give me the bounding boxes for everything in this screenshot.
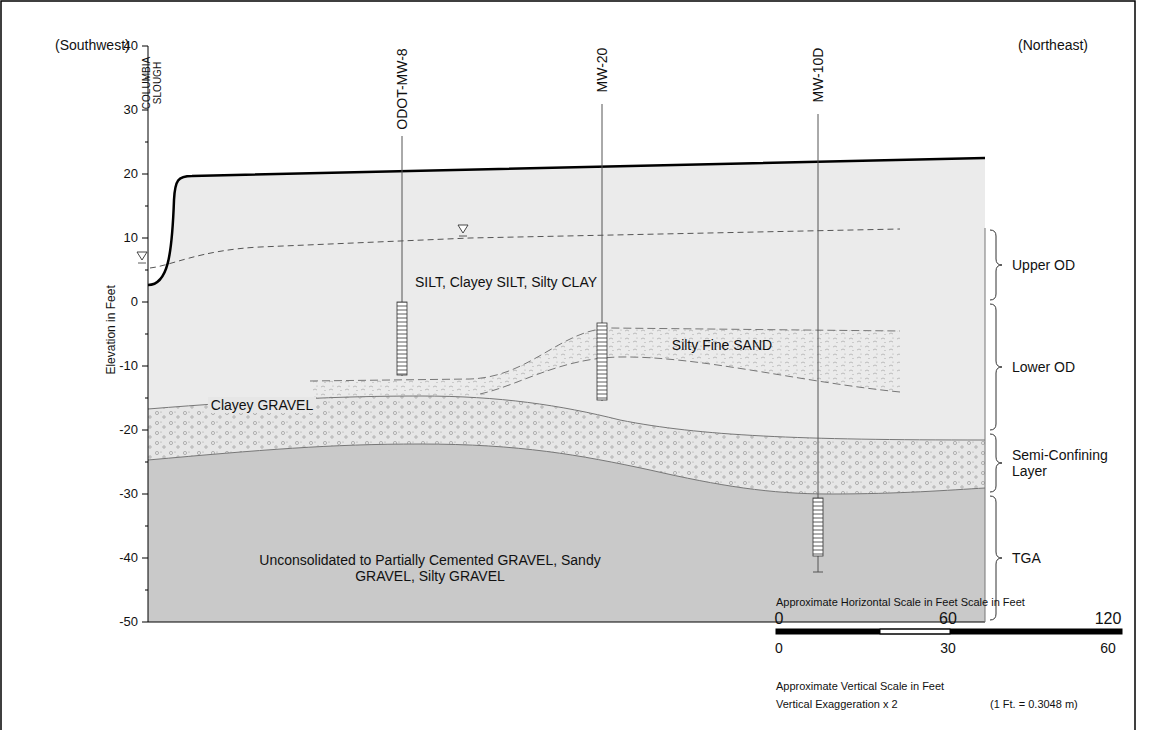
unit-brace bbox=[990, 230, 1002, 300]
unit-bracket-label: Upper OD bbox=[1012, 257, 1075, 273]
axis-tick bbox=[142, 430, 148, 431]
axis-value: -50 bbox=[119, 615, 138, 630]
axis-tick bbox=[145, 270, 148, 271]
unit-label: Silty Fine SAND bbox=[672, 337, 772, 353]
axis-tick bbox=[142, 494, 148, 495]
axis-tick bbox=[145, 462, 148, 463]
direction-label: (Southwest) bbox=[55, 37, 130, 53]
axis-tick bbox=[145, 526, 148, 527]
scale-title: Approximate Horizontal Scale in Feet Sca… bbox=[776, 596, 1025, 609]
axis-value: 30 bbox=[124, 103, 138, 118]
unit-bracket-label: TGA bbox=[1012, 550, 1041, 566]
axis-tick bbox=[145, 590, 148, 591]
axis-value: 40 bbox=[124, 39, 138, 54]
well-label: ODOT-MW-8 bbox=[394, 48, 410, 129]
axis-tick bbox=[145, 334, 148, 335]
axis-value: -30 bbox=[119, 487, 138, 502]
axis-tick bbox=[145, 206, 148, 207]
well-label: MW-20 bbox=[594, 48, 610, 93]
water-body-label: COLUMBIA SLOUGH bbox=[141, 48, 163, 118]
scale-value: 120 bbox=[1095, 610, 1122, 628]
axis-tick bbox=[142, 238, 148, 239]
scale-note: Vertical Exaggeration x 2 bbox=[776, 698, 898, 711]
axis-tick bbox=[142, 366, 148, 367]
axis-tick bbox=[142, 622, 148, 623]
unit-brace bbox=[990, 304, 1002, 430]
axis-tick bbox=[142, 174, 148, 175]
scale-value: 60 bbox=[1100, 640, 1116, 656]
unit-bracket-label: Semi-Confining Layer bbox=[1012, 447, 1122, 479]
well-label: MW-10D bbox=[810, 48, 826, 103]
axis-value: -20 bbox=[119, 423, 138, 438]
scale-title: Approximate Vertical Scale in Feet bbox=[776, 680, 944, 693]
unit-label: Unconsolidated to Partially Cemented GRA… bbox=[240, 552, 620, 584]
unit-label: Clayey GRAVEL bbox=[208, 397, 316, 413]
axis-value: -10 bbox=[119, 359, 138, 374]
unit-label: SILT, Clayey SILT, Silty CLAY bbox=[412, 274, 600, 290]
scale-value: 0 bbox=[775, 640, 783, 656]
axis-value: 10 bbox=[124, 231, 138, 246]
scale-value: 30 bbox=[940, 640, 956, 656]
axis-value: -40 bbox=[119, 551, 138, 566]
axis-value: 0 bbox=[131, 295, 138, 310]
axis-tick bbox=[145, 142, 148, 143]
unit-bracket-label: Lower OD bbox=[1012, 359, 1075, 375]
scale-note: (1 Ft. = 0.3048 m) bbox=[990, 698, 1078, 711]
unit-brace bbox=[990, 434, 1002, 492]
axis-tick bbox=[142, 558, 148, 559]
axis-tick bbox=[142, 110, 148, 111]
axis-tick bbox=[142, 302, 148, 303]
axis-tick bbox=[142, 46, 148, 47]
scale-value: 0 bbox=[775, 610, 784, 628]
axis-tick bbox=[145, 398, 148, 399]
axis-title: Elevation in Feet bbox=[105, 285, 119, 374]
axis-value: 20 bbox=[124, 167, 138, 182]
scale-value: 60 bbox=[939, 610, 957, 628]
direction-label: (Northeast) bbox=[1018, 37, 1088, 53]
